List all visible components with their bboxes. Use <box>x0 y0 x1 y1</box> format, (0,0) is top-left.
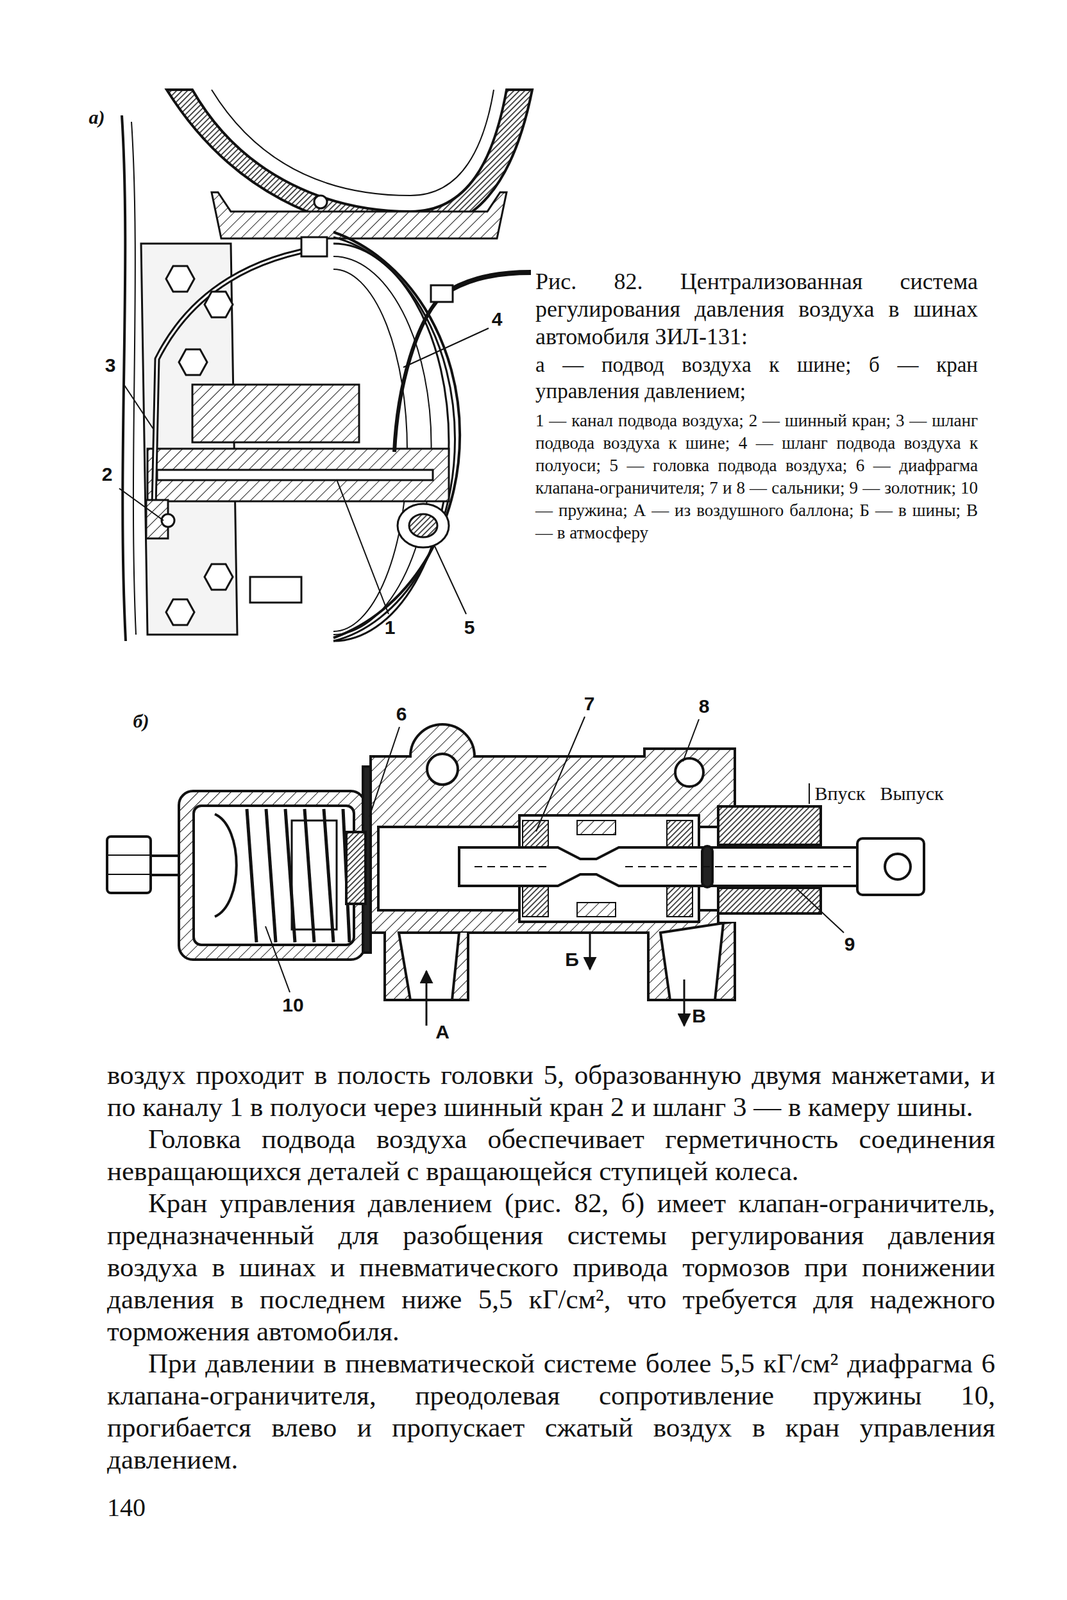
callout-number: 5 <box>464 618 476 638</box>
callout-number: 3 <box>105 355 117 376</box>
caption-legend: 1 — канал подвода воздуха; 2 — шинный кр… <box>535 409 978 545</box>
callout-number: 1 <box>384 618 396 638</box>
figure-caption: Рис. 82. Централизованная система регули… <box>535 268 978 351</box>
port-letter: А <box>435 1022 450 1042</box>
port-letter: Б <box>564 950 580 970</box>
figure-letter: а) <box>89 107 106 127</box>
callout-number: 2 <box>101 464 113 485</box>
figure-caption-block: Рис. 82. Централизованная система регули… <box>535 268 978 545</box>
callout-number: 9 <box>844 934 856 955</box>
callout-number: 7 <box>584 694 596 714</box>
callout-number: 10 <box>282 995 304 1016</box>
body-paragraph: воздух проходит в полость головки 5, обр… <box>107 1059 996 1124</box>
callout-number: 6 <box>396 704 408 724</box>
body-paragraph: При давлении в пневматической системе бо… <box>107 1347 996 1477</box>
body-text: воздух проходит в полость головки 5, обр… <box>107 1059 996 1477</box>
callout-number: 8 <box>698 697 710 717</box>
port-label: Впуск <box>814 784 866 804</box>
body-paragraph: Головка подвода воздуха обеспечивает гер… <box>107 1123 996 1188</box>
figure-letter: б) <box>133 711 150 731</box>
port-label: Выпуск <box>879 784 944 804</box>
port-letter: В <box>691 1006 706 1026</box>
caption-parts: а — подвод воздуха к шине; б — кран упра… <box>535 352 978 405</box>
page-number: 140 <box>107 1495 146 1521</box>
body-paragraph: Кран управления давлением (рис. 82, б) и… <box>107 1187 996 1348</box>
callout-number: 4 <box>491 309 503 329</box>
